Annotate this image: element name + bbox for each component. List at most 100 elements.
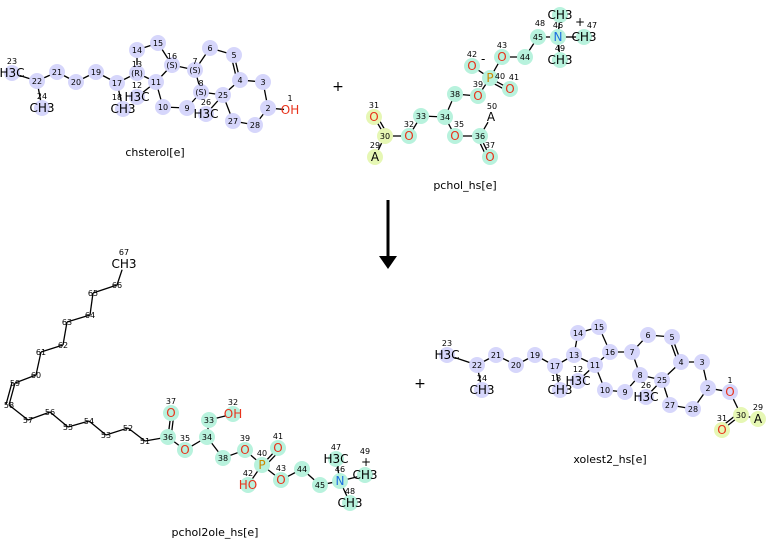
atom-element-pchol2ole-42: HO — [239, 478, 257, 492]
atom-number-pchol2ole-46: 46 — [335, 465, 345, 474]
atom-number-xolest-3: 3 — [699, 358, 704, 367]
atom-number-pchol-33: 33 — [416, 112, 426, 121]
atom-highlight-xolest-14 — [570, 325, 586, 341]
atom-number-xolest-9: 9 — [622, 388, 627, 397]
atom-number-pchol2ole-63: 63 — [62, 318, 72, 327]
atom-highlight-pchol2ole-44 — [294, 461, 310, 477]
atom-number-pchol2ole-45: 45 — [315, 481, 325, 490]
atom-element-pchol-32: O — [404, 129, 413, 143]
atom-highlight-chol-4 — [232, 72, 248, 88]
atom-number-xolest-5: 5 — [669, 333, 674, 342]
molecule-name-pchol2ole-hs: pchol2ole_hs[e] — [172, 526, 259, 539]
atom-highlight-pchol2ole-39 — [237, 442, 253, 458]
atom-highlight-pchol2ole-43 — [273, 472, 289, 488]
atom-highlight-xolest-7 — [624, 344, 640, 360]
atom-highlight-chol-13 — [129, 65, 145, 81]
atom-element-chol-1: OH — [281, 103, 299, 117]
atom-element-chol-12: H3C — [124, 90, 149, 104]
atom-number-chol-2: 2 — [265, 104, 270, 113]
stereo-label-chol-16: (S) — [166, 61, 177, 70]
atom-element-pchol-40: P — [486, 71, 493, 85]
atom-number-pchol-42: 42 — [467, 50, 477, 59]
atom-number-pchol2ole-57: 57 — [23, 416, 33, 425]
atom-highlight-chol-14 — [129, 42, 145, 58]
bond-pchol2ole-57-56 — [27, 411, 51, 421]
atom-number-chol-5: 5 — [231, 51, 236, 60]
atom-highlight-chol-15 — [150, 35, 166, 51]
atom-number-xolest-16: 16 — [605, 348, 615, 357]
atom-number-chol-18: 18 — [112, 93, 122, 102]
atom-highlight-pchol-46 — [550, 29, 566, 45]
bond-pchol2ole-63-62 — [62, 321, 68, 346]
atom-element-pchol-R: A — [487, 110, 496, 124]
bond-pchol2ole-46-49 — [345, 475, 360, 481]
atom-highlight-pchol2ole-33 — [201, 412, 217, 428]
atom-highlight-pchol2ole-49 — [357, 467, 373, 483]
atom-number-xolest-24: 24 — [477, 374, 487, 383]
atom-number-pchol2ole-38: 38 — [218, 454, 228, 463]
atom-highlight-xolest-13 — [566, 347, 582, 363]
atom-highlight-pchol-35 — [447, 128, 463, 144]
atom-number-xolest-2: 2 — [705, 384, 710, 393]
atom-number-xolest-6: 6 — [645, 331, 650, 340]
atom-highlight-pchol2ole-36 — [160, 429, 176, 445]
atom-number-xolest-23: 23 — [442, 339, 452, 348]
atom-highlight-pchol-42 — [464, 58, 480, 74]
plus-operator-top: + — [332, 79, 344, 95]
atom-element-pchol-48: CH3 — [547, 8, 572, 22]
atom-number-pchol2ole-65: 65 — [88, 289, 98, 298]
atom-highlight-pchol-38 — [447, 86, 463, 102]
bond-pchol2ole-54-53 — [88, 420, 107, 436]
atom-number-chol-17: 17 — [112, 79, 122, 88]
atom-highlight-pchol-36 — [472, 128, 488, 144]
atom-number-pchol-37: 37 — [485, 141, 495, 150]
atom-element-xolest-1: O — [725, 385, 734, 399]
molecule-name-pchol-hs: pchol_hs[e] — [433, 179, 496, 192]
atom-number-pchol2ole-55: 55 — [63, 423, 73, 432]
double-bond-pchol2ole-59-58 — [5, 382, 13, 405]
bond-pchol-40-43 — [492, 61, 500, 74]
atom-highlight-xolest-29 — [750, 411, 766, 427]
stereo-label-chol-7: (S) — [189, 66, 200, 75]
atom-highlight-chol-7 — [187, 62, 203, 78]
molecule-name-xolest2-hs: xolest2_hs[e] — [573, 453, 646, 466]
atom-number-pchol-32: 32 — [404, 120, 414, 129]
atom-number-chol-12: 12 — [132, 81, 142, 90]
atom-highlight-chol-10 — [155, 99, 171, 115]
atom-highlight-chol-8 — [193, 84, 209, 100]
atom-highlight-xolest-25 — [654, 372, 670, 388]
atom-element-pchol2ole-47: H3C — [323, 452, 348, 466]
bond-pchol2ole-62-61 — [40, 344, 64, 353]
atom-element-pchol-43: O — [497, 50, 506, 64]
atom-number-pchol2ole-60: 60 — [31, 371, 41, 380]
atom-highlight-xolest-10 — [597, 382, 613, 398]
bond-pchol2ole-56-55 — [49, 411, 69, 428]
bond-pchol2ole-61-60 — [35, 351, 42, 376]
atom-number-pchol2ole-47: 47 — [331, 443, 341, 452]
atom-number-chol-11: 11 — [151, 78, 161, 87]
atom-highlight-xolest-5 — [664, 329, 680, 345]
atom-number-pchol-44: 44 — [520, 53, 530, 62]
atom-number-pchol2ole-41: 41 — [273, 432, 283, 441]
atom-number-pchol-29: 29 — [370, 141, 380, 150]
atom-element-pchol-46: N — [554, 30, 563, 44]
atom-highlight-chol-26 — [198, 106, 214, 122]
atom-element-pchol-35: O — [450, 129, 459, 143]
atom-element-xolest-24: CH3 — [469, 383, 494, 397]
atom-highlight-xolest-16 — [602, 344, 618, 360]
atom-highlight-xolest-18 — [552, 382, 568, 398]
atom-number-xolest-12: 12 — [573, 365, 583, 374]
atom-element-pchol-49: CH3 — [547, 53, 572, 67]
atom-number-chol-4: 4 — [237, 76, 242, 85]
atom-highlight-chol-2 — [260, 100, 276, 116]
atom-highlight-xolest-12 — [570, 373, 586, 389]
atom-element-pchol2ole-37: O — [166, 406, 175, 420]
atom-highlight-pchol-45 — [530, 29, 546, 45]
atom-number-chol-22: 22 — [32, 77, 42, 86]
atom-element-pchol2ole-40: P — [258, 458, 265, 472]
atom-number-xolest-20: 20 — [511, 361, 521, 370]
atom-element-pchol2ole-46: N — [336, 474, 345, 488]
bond-pchol2ole-67-66 — [116, 269, 123, 286]
